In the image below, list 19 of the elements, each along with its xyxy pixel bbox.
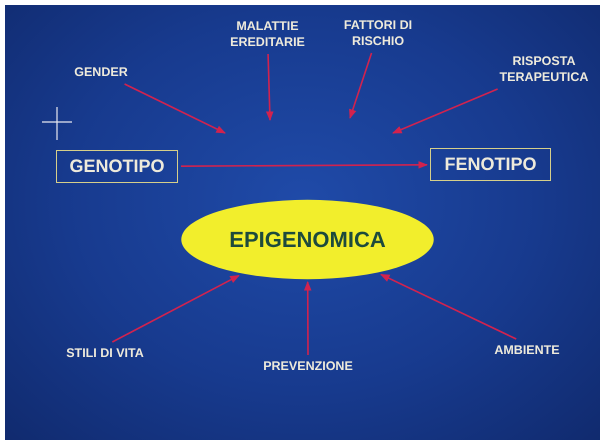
arrow <box>380 274 517 340</box>
node-label: GENDER <box>60 64 142 81</box>
node-label: PREVENZIONE <box>247 358 369 375</box>
arrow <box>392 88 498 134</box>
node-label: MALATTIE EREDITARIE <box>215 18 320 51</box>
arrow <box>181 161 428 169</box>
node-label: AMBIENTE <box>482 342 572 359</box>
arrow <box>112 274 240 343</box>
arrow <box>124 83 226 134</box>
node-label: FATTORI DI RISCHIO <box>330 17 426 50</box>
node-label: STILI DI VITA <box>52 345 158 362</box>
central-ellipse <box>180 199 435 280</box>
concept-box: FENOTIPO <box>430 148 551 181</box>
arrow <box>349 52 372 119</box>
arrow <box>304 281 312 355</box>
concept-box: GENOTIPO <box>56 150 178 183</box>
arrow <box>266 54 274 121</box>
ellipse-label: EPIGENOMICA <box>229 226 386 252</box>
node-label: RISPOSTA TERAPEUTICA <box>488 53 600 86</box>
